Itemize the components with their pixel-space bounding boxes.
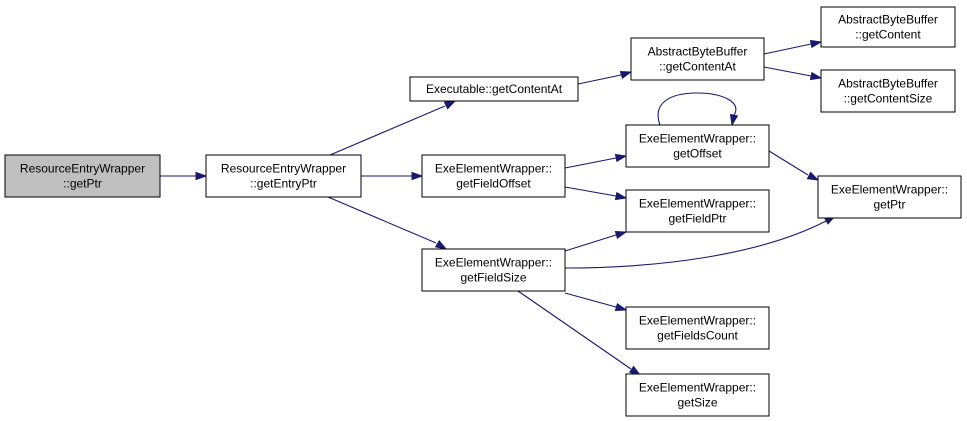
edge-n_root-to-n_getEntryPtr [160, 171, 208, 181]
nodes-layer: ResourceEntryWrapper::getPtrResourceEntr… [4, 6, 962, 417]
node-label-line: ::getContent [855, 28, 921, 42]
edge-n_getEntryPtr-to-n_getFieldSize [327, 196, 448, 250]
edge-line [577, 74, 622, 85]
node-label-line: getFieldsCount [657, 329, 738, 343]
node-box [625, 189, 770, 233]
edge-n_getFieldSize-to-n_getSize [517, 290, 642, 376]
node-getEntryPtr[interactable]: ResourceEntryWrapper::getEntryPtr [205, 154, 362, 198]
node-label-line: ExeElementWrapper:: [639, 132, 756, 146]
node-label-line: ExeElementWrapper:: [639, 197, 756, 211]
node-box [630, 37, 765, 81]
node-box [409, 76, 579, 102]
node-abb-getContentSize[interactable]: AbstractByteBuffer::getContentSize [820, 69, 956, 113]
edge-line [564, 220, 827, 269]
edge-n_getFieldSize-to-n_getFieldPtr [564, 230, 628, 252]
node-box [625, 124, 770, 168]
node-box [625, 373, 770, 417]
node-box [4, 154, 161, 198]
edge-line [763, 66, 812, 77]
node-box [205, 154, 362, 198]
node-getPtr[interactable]: ExeElementWrapper::getPtr [817, 175, 962, 219]
edge-line [564, 157, 617, 169]
node-getFieldSize[interactable]: ExeElementWrapper::getFieldSize [421, 248, 566, 292]
node-label-line: AbstractByteBuffer [838, 77, 938, 91]
node-label-line: ::getPtr [63, 177, 102, 191]
edge-arrowhead [411, 171, 424, 181]
edge-line [763, 43, 812, 55]
node-box [817, 175, 962, 219]
edge-arrowhead [614, 191, 628, 201]
node-label-line: getPtr [873, 198, 905, 212]
edge-arrowhead [806, 171, 820, 181]
node-label-line: getFieldOffset [456, 177, 531, 191]
edge-n_exec_getContentAt-to-n_abb_getContentAt [577, 70, 633, 85]
node-label-line: ::getContentAt [659, 60, 736, 74]
node-getSize[interactable]: ExeElementWrapper::getSize [625, 373, 770, 417]
edge-n_getFieldOffset-to-n_getFieldPtr [564, 186, 628, 201]
edge-line [327, 196, 437, 244]
node-getOffset[interactable]: ExeElementWrapper::getOffset [625, 124, 770, 168]
edge-arrowhead [809, 71, 823, 81]
edge-arrowhead [434, 239, 448, 250]
node-label-line: AbstractByteBuffer [838, 13, 938, 27]
edge-line [329, 105, 446, 156]
edge-arrowhead [195, 171, 208, 181]
edge-arrowhead [614, 230, 628, 240]
edge-line [564, 186, 617, 197]
node-label-line: getSize [677, 396, 717, 410]
node-label-line: Executable::getContentAt [426, 82, 563, 96]
edge-line [564, 292, 617, 308]
edge-arrowhead [809, 39, 823, 49]
edge-n_getOffset-to-n_getPtr [768, 150, 820, 181]
node-abb-getContentAt[interactable]: AbstractByteBuffer::getContentAt [630, 37, 765, 81]
edge-line [657, 92, 737, 126]
node-box [625, 306, 770, 350]
edge-n_getFieldSize-to-n_getFieldsCount [564, 292, 628, 312]
edge-arrowhead [619, 70, 633, 80]
edge-n_abb_getContentAt-to-n_abb_getContent [763, 39, 823, 55]
node-label-line: ExeElementWrapper:: [639, 381, 756, 395]
edge-n_abb_getContentAt-to-n_abb_getContentSize [763, 66, 823, 81]
node-getFieldOffset[interactable]: ExeElementWrapper::getFieldOffset [421, 154, 566, 198]
node-label-line: getFieldPtr [668, 212, 726, 226]
node-label-line: ::getEntryPtr [250, 177, 317, 191]
edge-line [564, 234, 617, 252]
edge-arrowhead [443, 100, 457, 110]
node-abb-getContent[interactable]: AbstractByteBuffer::getContent [820, 6, 956, 48]
edge-arrowhead [729, 113, 739, 127]
node-label-line: AbstractByteBuffer [648, 45, 748, 59]
node-box [820, 69, 956, 113]
node-box [421, 248, 566, 292]
node-label-line: ::getContentSize [844, 92, 933, 106]
edge-line [768, 150, 809, 176]
node-label-line: ResourceEntryWrapper [221, 162, 346, 176]
edge-arrowhead [614, 153, 628, 163]
node-label-line: ExeElementWrapper:: [831, 183, 948, 197]
node-exec-getContentAt[interactable]: Executable::getContentAt [409, 76, 579, 102]
node-box [421, 154, 566, 198]
edge-line [517, 290, 632, 370]
node-root[interactable]: ResourceEntryWrapper::getPtr [4, 154, 161, 198]
node-getFieldPtr[interactable]: ExeElementWrapper::getFieldPtr [625, 189, 770, 233]
node-label-line: ExeElementWrapper:: [435, 256, 552, 270]
node-label-line: ExeElementWrapper:: [639, 314, 756, 328]
edge-arrowhead [614, 302, 628, 312]
edges-layer [160, 39, 837, 376]
edge-n_getOffset-to-n_getOffset [657, 92, 739, 127]
edge-n_getEntryPtr-to-n_exec_getContentAt [329, 100, 457, 156]
node-getFieldsCount[interactable]: ExeElementWrapper::getFieldsCount [625, 306, 770, 350]
node-label-line: ExeElementWrapper:: [435, 162, 552, 176]
node-label-line: getOffset [673, 147, 722, 161]
edge-n_getFieldOffset-to-n_getOffset [564, 153, 628, 169]
node-box [820, 6, 956, 48]
node-label-line: ResourceEntryWrapper [20, 162, 145, 176]
node-label-line: getFieldSize [460, 271, 526, 285]
edge-n_getEntryPtr-to-n_getFieldOffset [361, 171, 424, 181]
